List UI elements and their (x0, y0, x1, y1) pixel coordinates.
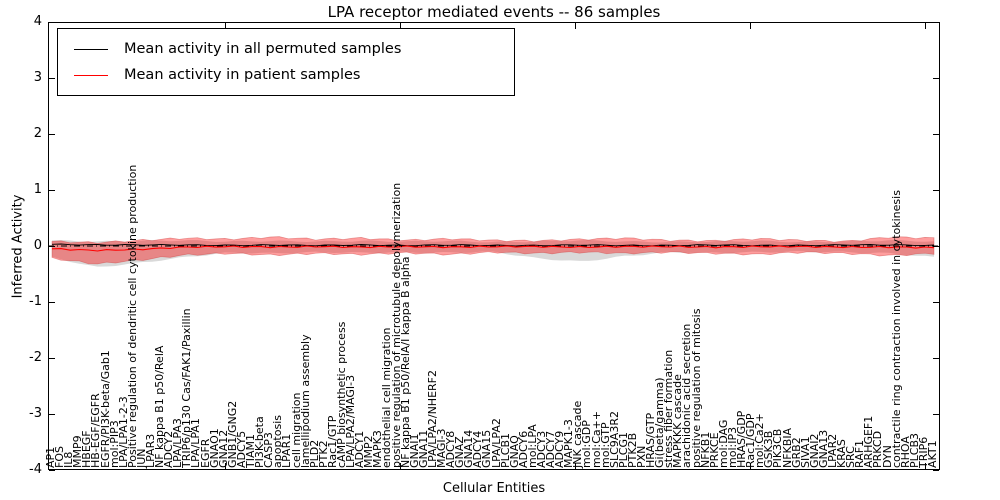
x-tick-label: contractile ring contraction involved in… (889, 190, 903, 468)
y-tick-label: -2 (29, 350, 42, 365)
patient-line-sample (74, 74, 108, 76)
legend-entry-patient: Mean activity in patient samples (66, 67, 506, 83)
legend-label-permuted: Mean activity in all permuted samples (124, 41, 402, 57)
x-tick (925, 23, 926, 29)
y-tick (933, 358, 939, 359)
x-tick (575, 463, 576, 469)
x-tick (400, 23, 401, 29)
y-tick-label: -4 (29, 462, 42, 477)
x-tick (225, 23, 226, 29)
y-tick-label: 3 (33, 70, 42, 85)
y-tick (49, 190, 55, 191)
y-tick (933, 470, 939, 471)
legend-entry-permuted: Mean activity in all permuted samples (66, 41, 506, 57)
y-tick-label: 4 (33, 14, 42, 29)
y-tick (49, 414, 55, 415)
x-tick (750, 463, 751, 469)
y-tick (933, 134, 939, 135)
chart-title: LPA receptor mediated events -- 86 sampl… (327, 3, 661, 21)
x-axis-label: Cellular Entities (442, 481, 546, 496)
y-tick (933, 190, 939, 191)
x-tick (400, 463, 401, 469)
y-tick (49, 470, 55, 471)
y-tick (933, 78, 939, 79)
y-tick (49, 302, 55, 303)
x-tick-label: AKT1 (926, 440, 939, 468)
y-tick (49, 358, 55, 359)
y-tick-label: 0 (33, 238, 42, 253)
x-tick (925, 463, 926, 469)
y-tick (933, 246, 939, 247)
y-tick (933, 414, 939, 415)
legend: Mean activity in all permuted samples Me… (57, 28, 515, 96)
y-tick (933, 22, 939, 23)
x-tick-label: Positive regulation of dendritic cell cy… (125, 164, 139, 468)
y-tick (49, 246, 55, 247)
y-tick-label: -3 (29, 406, 42, 421)
legend-label-patient: Mean activity in patient samples (124, 67, 361, 83)
y-tick (49, 78, 55, 79)
x-tick (575, 23, 576, 29)
y-tick-label: 2 (33, 126, 42, 141)
x-tick (225, 463, 226, 469)
permuted-line-sample (74, 48, 108, 50)
y-tick-label: -1 (29, 294, 42, 309)
y-tick-label: 1 (33, 182, 42, 197)
x-tick (750, 23, 751, 29)
y-tick (933, 302, 939, 303)
y-tick (49, 134, 55, 135)
y-tick (49, 22, 55, 23)
